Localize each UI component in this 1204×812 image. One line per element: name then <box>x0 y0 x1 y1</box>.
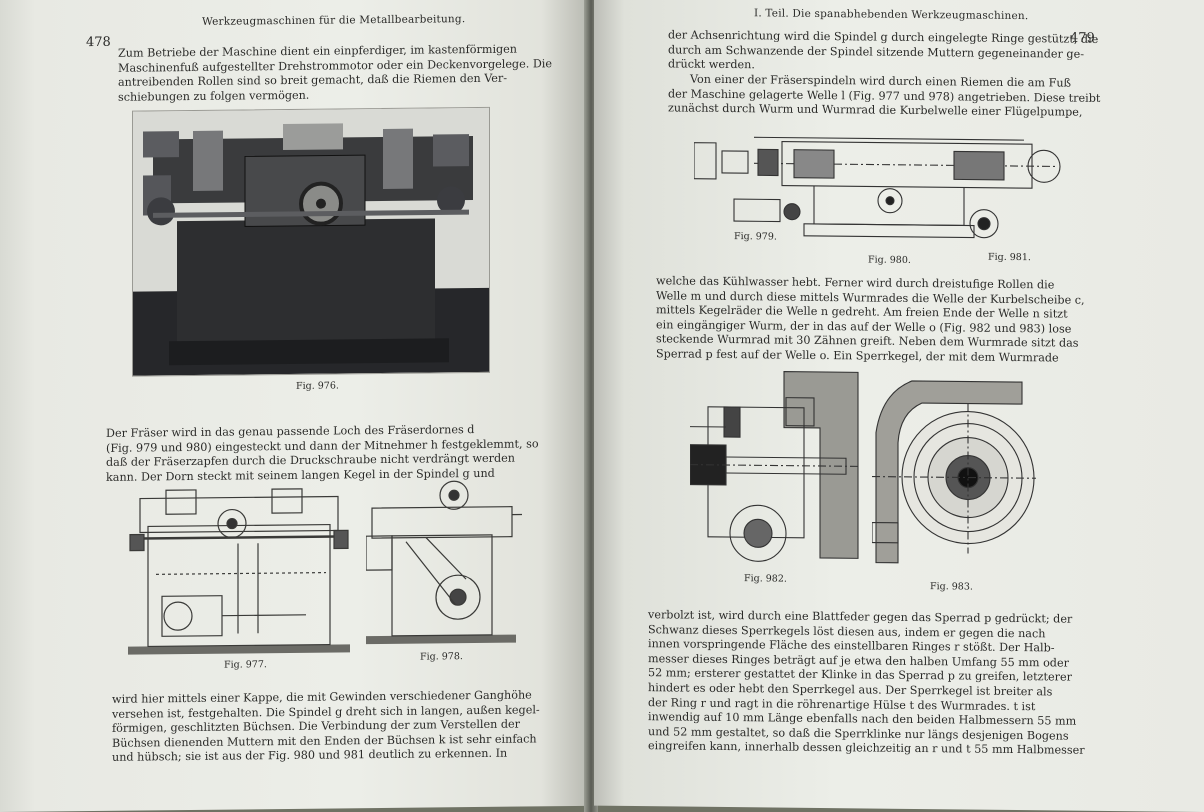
milling-machine-image <box>133 107 489 376</box>
spindle-section-diagram <box>693 136 1061 239</box>
running-head: Werkzeugmaschinen für die Metallbearbeit… <box>202 13 466 28</box>
text-line: schiebungen zu folgen vermögen. <box>118 88 310 104</box>
paragraph-1: Zum Betriebe der Maschine dient ein einp… <box>118 43 552 106</box>
left-page: 478 Werkzeugmaschinen für die Metallbear… <box>0 0 588 812</box>
text-line: und hübsch; sie ist aus der Fig. 980 und… <box>112 747 508 765</box>
fig-983-drawing <box>871 373 1036 575</box>
right-page: I. Teil. Die spanabhebenden Werkzeugmasc… <box>594 0 1204 812</box>
paragraph-3: welche das Kühlwasser hebt. Ferner wird … <box>656 274 1092 366</box>
ratchet-wheel-diagram <box>871 380 1036 564</box>
fig-977-caption: Fig. 977. <box>224 659 267 671</box>
fig-978-drawing <box>365 475 524 647</box>
side-view-diagram <box>365 480 522 645</box>
paragraph-3: wird hier mittels einer Kappe, die mit G… <box>112 688 542 765</box>
running-head: I. Teil. Die spanabhebenden Werkzeugmasc… <box>754 7 1029 23</box>
front-view-diagram <box>128 488 350 655</box>
paragraph-1: der Achsenrichtung wird die Spindel g du… <box>668 28 1098 76</box>
page-number: 478 <box>86 34 111 51</box>
fig-978-caption: Fig. 978. <box>420 651 463 663</box>
text-line: zunächst durch Wurm und Wurmrad die Kurb… <box>668 101 1083 119</box>
fig-979-981-drawing <box>693 123 1064 253</box>
fig-981-caption: Fig. 981. <box>988 251 1031 264</box>
fig-977-drawing <box>126 482 352 656</box>
fig-982-caption: Fig. 982. <box>744 573 787 585</box>
fig-979-caption: Fig. 979. <box>734 231 777 243</box>
fig-976-caption: Fig. 976. <box>296 380 339 392</box>
fig-980-caption: Fig. 980. <box>868 254 911 266</box>
paragraph-4: verbolzt ist, wird durch eine Blattfeder… <box>648 608 1100 759</box>
pawl-section-diagram <box>689 371 859 562</box>
fig-982-drawing <box>689 367 860 569</box>
fig-983-caption: Fig. 983. <box>930 581 973 593</box>
paragraph-2: Von einer der Fräserspindeln wird durch … <box>668 72 1100 120</box>
fig-976-photo <box>132 106 490 377</box>
